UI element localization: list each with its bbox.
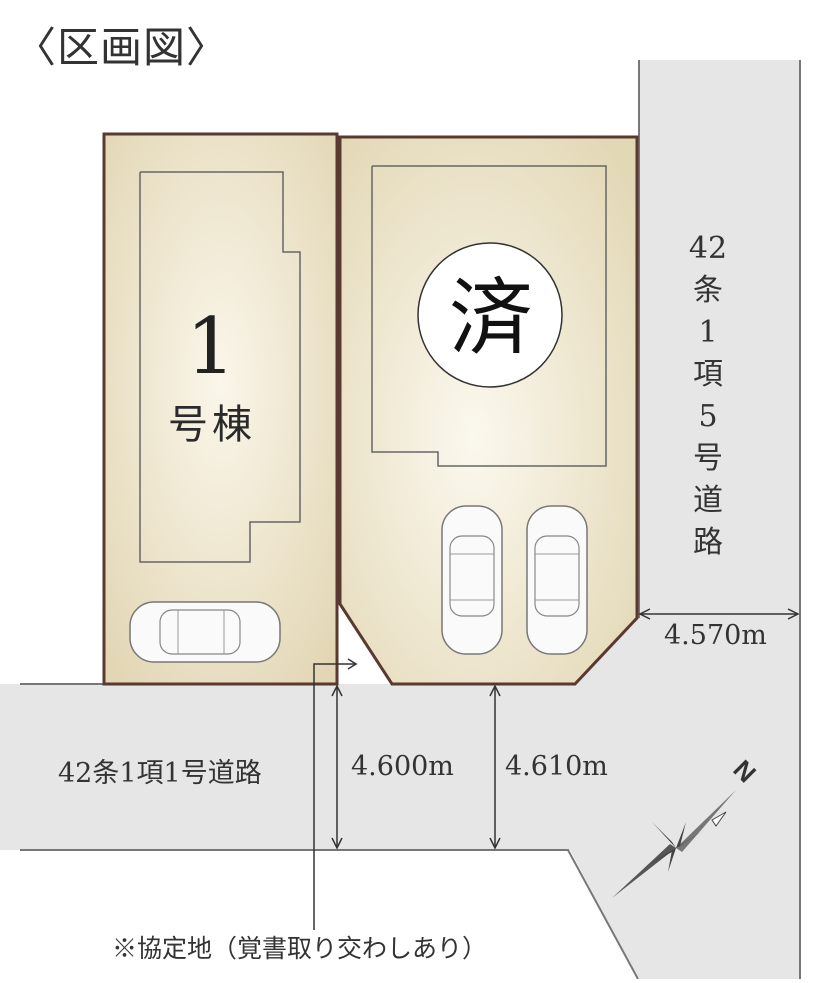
- page-title: 〈区画図〉: [14, 23, 230, 72]
- dimension-label-b: 4.610m: [505, 751, 608, 782]
- car-lot-2-a: [441, 505, 503, 655]
- road-right-char: 42: [688, 231, 728, 266]
- road-right-area: [0, 60, 800, 979]
- car-lot-1: [129, 601, 281, 663]
- compass-rose-icon: [612, 790, 736, 898]
- dimension-label-c: 4.570m: [664, 620, 767, 651]
- road-right-char: 1: [698, 315, 718, 350]
- road-right-label: 42 条 1 項 5 号 道 路: [688, 228, 728, 564]
- agreement-note: ※協定地（覚書取り交わしあり）: [112, 934, 488, 963]
- lot-1-house-footprint: [139, 171, 301, 563]
- lot-1-number: 1: [186, 302, 236, 392]
- sold-stamp-label: 済: [448, 269, 533, 367]
- dimension-line-b: [489, 684, 501, 850]
- road-right-char: 条: [693, 273, 723, 308]
- road-right-char: 5: [698, 399, 718, 434]
- car-lot-2-b: [526, 505, 588, 655]
- dimension-line-c: [638, 608, 800, 620]
- road-bottom-edge: [20, 849, 639, 980]
- lot-2-house-footprint: [371, 165, 607, 467]
- road-right-char: 号: [693, 441, 723, 476]
- dimension-line-a: [331, 684, 343, 850]
- road-right-char: 路: [693, 525, 723, 560]
- dimension-label-a: 4.600m: [351, 751, 454, 782]
- road-left-label: 42条1項1号道路: [58, 758, 262, 789]
- road-right-char: 道: [693, 483, 723, 518]
- sold-stamp-circle: [417, 242, 563, 388]
- note-leader-line: [313, 658, 358, 930]
- lot-1: [102, 132, 339, 686]
- road-right-char: 項: [693, 357, 723, 392]
- lot-1-label: 号棟: [168, 402, 256, 448]
